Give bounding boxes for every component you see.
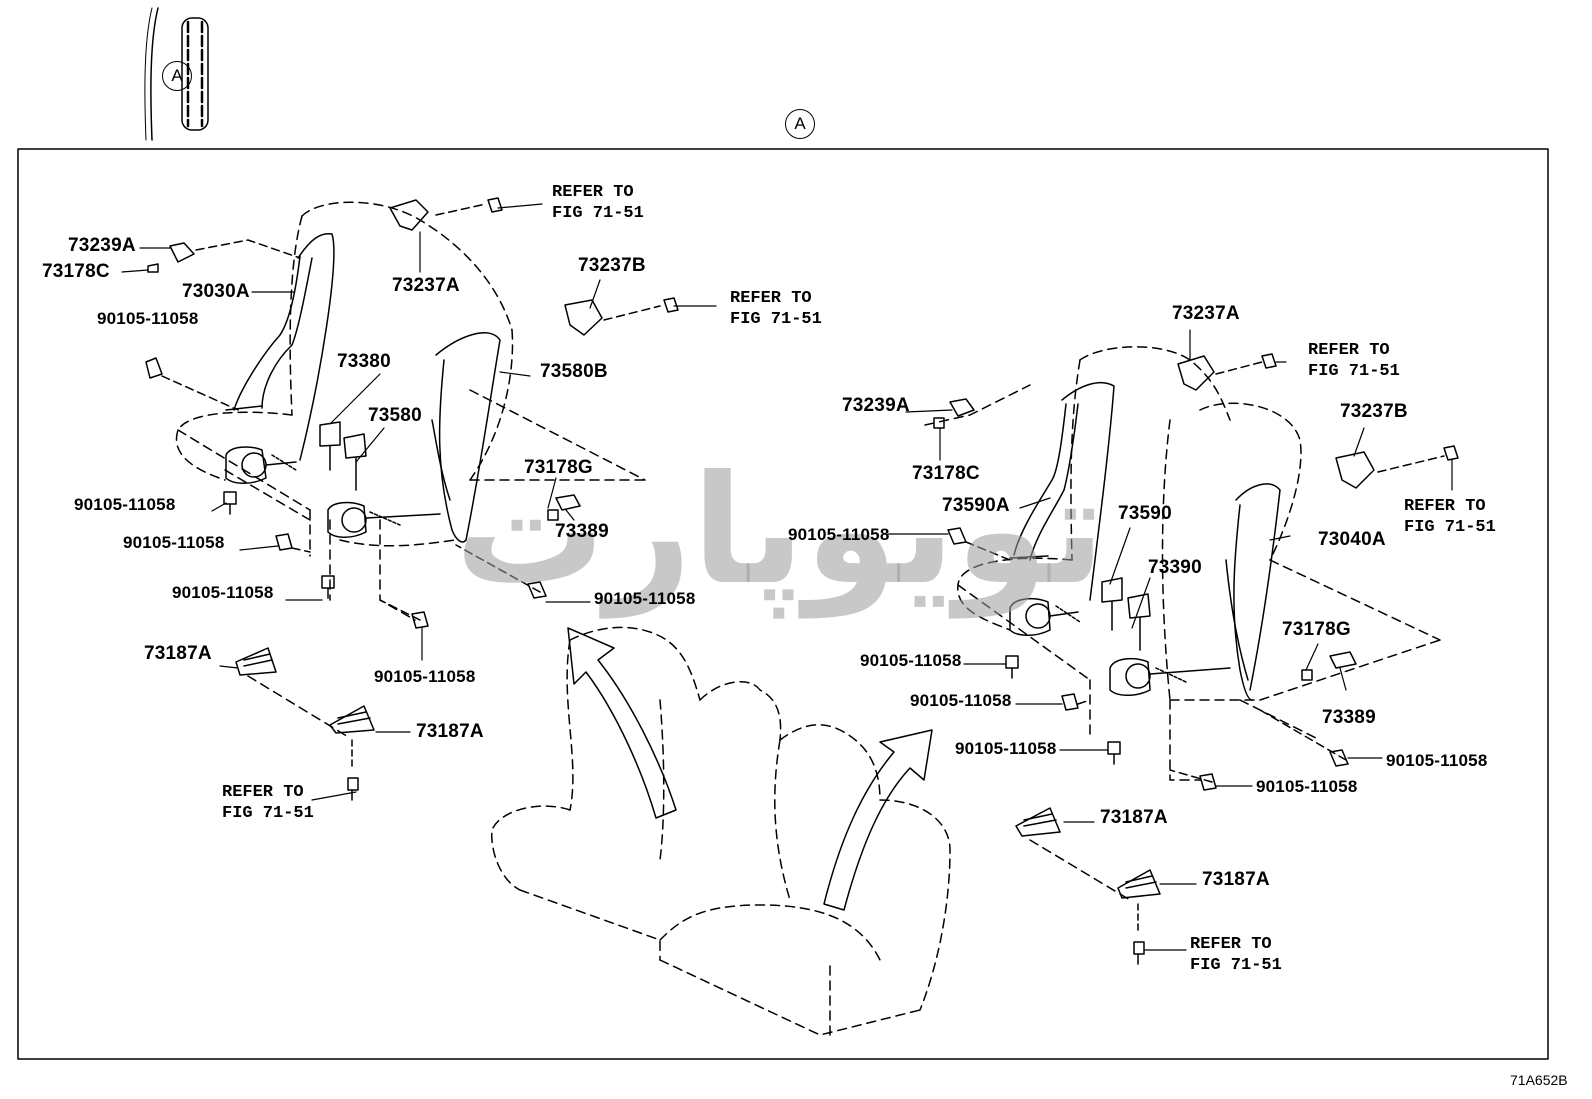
right-buckle-73590 (1101, 577, 1123, 631)
label-73390: 73390 (1148, 557, 1202, 578)
view-frame (17, 148, 1549, 1060)
label-bolt-left-4: 90105-11058 (172, 583, 274, 602)
right-dash-leaders (965, 361, 1445, 783)
right-floor-cover-2 (1117, 869, 1161, 935)
label-73187A-left-2: 73187A (416, 721, 484, 742)
label-73389-right: 73389 (1322, 707, 1376, 728)
right-part-73178G (1301, 669, 1313, 681)
right-anchor-cover-73237B (1335, 451, 1375, 489)
label-73590: 73590 (1118, 503, 1172, 524)
label-73389-left: 73389 (555, 521, 609, 542)
right-part-73178C (933, 417, 945, 429)
label-bolt-right-6: 90105-11058 (1256, 777, 1358, 796)
label-73237B-left: 73237B (578, 255, 646, 276)
right-belt-outer (1009, 381, 1115, 601)
right-belt-inner (1225, 483, 1281, 701)
label-bolt-left-6: 90105-11058 (594, 589, 696, 608)
label-bolt-right-1: 90105-11058 (788, 525, 890, 544)
rear-seat-outline (491, 626, 951, 1036)
right-anchor-cover-73237A (1177, 355, 1215, 391)
label-bolt-right-2: 90105-11058 (860, 651, 962, 670)
right-floor-cover-1 (1015, 807, 1131, 901)
left-anchor-cover-73237B (564, 299, 603, 336)
right-seat-outline (924, 346, 1441, 781)
label-73380: 73380 (337, 351, 391, 372)
left-buckle-73580 (343, 433, 367, 491)
label-73237B-right: 73237B (1340, 401, 1408, 422)
label-73178G-right: 73178G (1282, 619, 1351, 640)
label-73187A-right-2: 73187A (1202, 869, 1270, 890)
left-retractor-2 (327, 501, 441, 538)
label-73239A-right: 73239A (842, 395, 910, 416)
right-buckle-73390 (1127, 593, 1151, 651)
label-bolt-left-5: 90105-11058 (374, 667, 476, 686)
label-73040A: 73040A (1318, 529, 1386, 550)
label-73187A-right-1: 73187A (1100, 807, 1168, 828)
label-bolt-right-4: 90105-11058 (955, 739, 1057, 758)
label-bolt-left-3: 90105-11058 (123, 533, 225, 552)
label-73178C-left: 73178C (42, 261, 110, 282)
label-73178G-left: 73178G (524, 457, 593, 478)
watermark-logo: تویوپارت (455, 444, 1105, 619)
left-guide-73239A (169, 242, 195, 263)
right-guide-73239A (949, 398, 975, 417)
left-belt-inner (431, 332, 501, 543)
label-bolt-left-2: 90105-11058 (74, 495, 176, 514)
label-bolt-right-3: 90105-11058 (910, 691, 1012, 710)
left-floor-cover-1 (235, 647, 351, 739)
drawing-code: 71A652B (1510, 1072, 1568, 1088)
left-belt-outer (225, 232, 335, 461)
label-73580B: 73580B (540, 361, 608, 382)
left-part-73389 (555, 494, 581, 511)
label-73237A-right: 73237A (1172, 303, 1240, 324)
left-retractor-1 (225, 446, 297, 484)
inset-location-marker: A (162, 61, 192, 91)
label-bolt-right-5: 90105-11058 (1386, 751, 1488, 770)
label-73178C-right: 73178C (912, 463, 980, 484)
leader-lines (121, 203, 1453, 951)
label-73590A: 73590A (942, 495, 1010, 516)
left-floor-cover-2 (329, 705, 375, 771)
label-73187A-left-1: 73187A (144, 643, 212, 664)
left-bolts (145, 197, 679, 801)
label-73030A: 73030A (182, 281, 250, 302)
label-73239A-left: 73239A (68, 235, 136, 256)
rear-seat-arrow-right (823, 729, 933, 911)
left-part-73178C (147, 263, 159, 273)
left-dash-leaders (161, 203, 661, 621)
right-part-73389 (1329, 651, 1357, 669)
label-bolt-left-1: 90105-11058 (97, 309, 199, 328)
left-part-73178G (547, 509, 559, 521)
label-73237A-left: 73237A (392, 275, 460, 296)
rear-seat-arrow-left (567, 627, 677, 819)
right-retractor-1 (1009, 597, 1081, 636)
label-73580: 73580 (368, 405, 422, 426)
left-anchor-cover-73237A (389, 199, 429, 231)
left-buckle-73380 (319, 421, 341, 471)
right-retractor-2 (1109, 657, 1231, 696)
view-marker: A (785, 109, 815, 139)
